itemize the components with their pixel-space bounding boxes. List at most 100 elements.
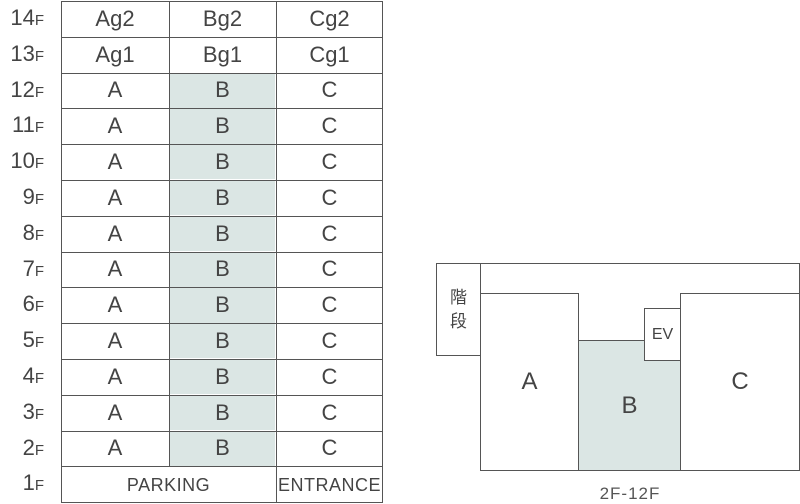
floor-number: 13 bbox=[10, 40, 35, 66]
floor-plan: 階 段 A B EV C bbox=[436, 263, 800, 473]
unit-cell: A bbox=[107, 184, 123, 210]
unit-cell: A bbox=[107, 113, 123, 139]
floor-label: 3F bbox=[0, 398, 44, 426]
unit-cell: Cg1 bbox=[309, 41, 350, 67]
floor-number: 9 bbox=[22, 184, 35, 209]
floor-suffix: F bbox=[34, 334, 44, 352]
unit-cell: A bbox=[107, 363, 123, 389]
elevator: EV bbox=[644, 308, 681, 361]
row-divider bbox=[61, 144, 383, 146]
floor-suffix: F bbox=[34, 119, 44, 137]
unit-cell: A bbox=[107, 399, 123, 425]
row-divider bbox=[61, 394, 383, 396]
unit-cell: Ag1 bbox=[95, 41, 135, 67]
floor-label: 1F bbox=[0, 472, 44, 497]
unit-cell: Bg2 bbox=[202, 5, 243, 31]
unit-cell: C bbox=[321, 256, 338, 282]
unit-cell: B bbox=[169, 252, 276, 287]
row-divider bbox=[61, 430, 383, 432]
unit-cell: B bbox=[169, 431, 276, 466]
unit-cell: A bbox=[107, 328, 123, 354]
floor-number: 14 bbox=[10, 5, 35, 30]
unit-cell: B bbox=[169, 109, 276, 144]
unit-cell: A bbox=[107, 149, 123, 175]
floor-number: 1 bbox=[22, 470, 35, 496]
floor-number: 3 bbox=[22, 398, 35, 424]
floor-number: 7 bbox=[22, 255, 35, 281]
unit-cell: A bbox=[107, 77, 123, 103]
floor-suffix: F bbox=[34, 441, 44, 459]
unit-a-label: A bbox=[521, 368, 538, 395]
unit-cell: C bbox=[321, 77, 338, 103]
floor-label: 11F bbox=[0, 114, 44, 139]
unit-cell: C bbox=[321, 149, 338, 175]
stairs-label: 階 段 bbox=[450, 287, 467, 331]
unit-b-label: B bbox=[621, 391, 638, 419]
unit-cell: Ag2 bbox=[95, 5, 135, 31]
row-divider bbox=[61, 215, 383, 217]
floor-suffix: F bbox=[34, 191, 44, 208]
stairs-block: 階 段 bbox=[436, 263, 481, 356]
unit-cell: C bbox=[321, 184, 338, 210]
row-divider bbox=[61, 180, 383, 181]
floor-suffix: F bbox=[34, 155, 44, 173]
unit-cell: A bbox=[107, 220, 123, 246]
floor-suffix: F bbox=[34, 298, 44, 316]
floor-label: 6F bbox=[0, 293, 44, 318]
floor-suffix: F bbox=[34, 12, 44, 29]
floor-suffix: F bbox=[34, 477, 44, 495]
elevator-label: EV bbox=[651, 325, 674, 343]
floor-number: 5 bbox=[22, 327, 35, 353]
floor-number: 12 bbox=[10, 76, 35, 102]
floor-suffix: F bbox=[34, 262, 44, 280]
floor-number: 8 bbox=[22, 219, 35, 245]
unit-cell: A bbox=[107, 256, 123, 282]
floor-suffix: F bbox=[34, 226, 44, 244]
unit-cell: B bbox=[169, 288, 276, 323]
unit-c: C bbox=[680, 293, 800, 471]
row-divider bbox=[61, 287, 383, 289]
unit-cell: Cg2 bbox=[309, 5, 350, 31]
floor-label: 13F bbox=[0, 40, 44, 68]
row-divider bbox=[61, 323, 383, 325]
floor-suffix: F bbox=[34, 47, 44, 65]
unit-cell: C bbox=[321, 328, 338, 354]
column-divider bbox=[169, 1, 170, 467]
entrance-cell: ENTRANCE bbox=[277, 474, 381, 495]
unit-cell: C bbox=[321, 113, 338, 139]
row-divider bbox=[61, 36, 383, 38]
unit-cell: Bg1 bbox=[202, 41, 243, 67]
unit-cell: A bbox=[107, 435, 123, 461]
floor-label: 8F bbox=[0, 219, 44, 247]
floor-label: 2F bbox=[0, 434, 44, 462]
plan-caption: 2F-12F bbox=[599, 484, 661, 503]
floor-number: 4 bbox=[22, 363, 35, 388]
unit-cell: C bbox=[321, 220, 338, 246]
floor-label: 5F bbox=[0, 329, 44, 354]
column-divider bbox=[276, 1, 277, 467]
floor-label: 9F bbox=[0, 186, 44, 211]
unit-cell: B bbox=[169, 180, 276, 216]
unit-cell: C bbox=[321, 363, 338, 389]
unit-a: A bbox=[480, 293, 579, 471]
parking-cell: PARKING bbox=[126, 474, 211, 495]
floor-label: 12F bbox=[0, 76, 44, 104]
floor-suffix: F bbox=[34, 405, 44, 423]
unit-b: B bbox=[578, 340, 681, 471]
row-divider bbox=[61, 251, 383, 253]
floor-number: 6 bbox=[22, 291, 35, 317]
row-divider bbox=[61, 359, 383, 360]
unit-cell: B bbox=[169, 395, 276, 430]
unit-cell: A bbox=[107, 292, 123, 318]
floor-suffix: F bbox=[34, 370, 44, 387]
ground-divider bbox=[276, 466, 277, 503]
unit-cell: C bbox=[321, 435, 338, 461]
row-divider bbox=[61, 72, 383, 74]
unit-cell: B bbox=[169, 359, 276, 395]
floor-suffix: F bbox=[34, 83, 44, 101]
unit-cell: B bbox=[169, 144, 276, 180]
unit-cell: C bbox=[321, 399, 338, 425]
floor-number: 2 bbox=[22, 434, 35, 460]
floor-label: 14F bbox=[0, 7, 44, 32]
floor-number: 11 bbox=[11, 112, 35, 138]
